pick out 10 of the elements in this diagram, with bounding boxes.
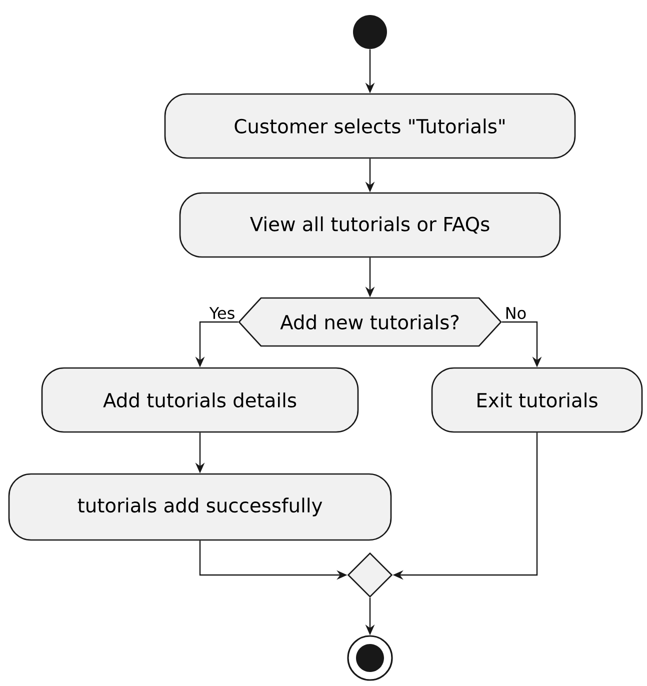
decision-hexagon: Add new tutorials? <box>238 297 502 347</box>
activity-box: Exit tutorials <box>431 367 643 433</box>
activity-box: Add tutorials details <box>41 367 359 433</box>
edge-label: Yes <box>209 307 234 320</box>
end-circle <box>347 635 393 681</box>
activity-box: View all tutorials or FAQs <box>179 192 561 258</box>
edge-label: No <box>506 307 526 320</box>
start-dot <box>353 15 387 49</box>
activity-box: tutorials add successfully <box>8 473 392 541</box>
activity-box: Customer selects "Tutorials" <box>164 93 576 159</box>
